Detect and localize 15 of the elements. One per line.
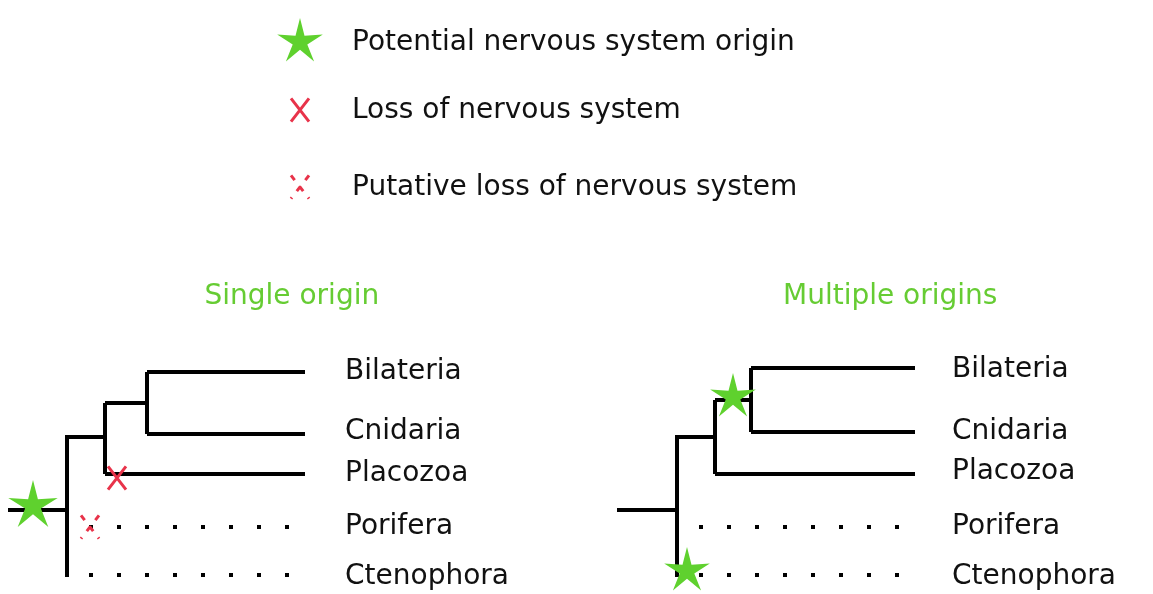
taxon-label: Porifera bbox=[952, 508, 1061, 542]
taxon-label: Bilateria bbox=[345, 353, 462, 387]
taxon-label: Cnidaria bbox=[345, 413, 462, 447]
panel-heading: Single origin bbox=[204, 278, 380, 312]
taxon-label: Placozoa bbox=[952, 453, 1076, 487]
taxon-label: Ctenophora bbox=[952, 558, 1116, 592]
taxon-label: Cnidaria bbox=[952, 413, 1069, 447]
legend-label: Potential nervous system origin bbox=[352, 24, 795, 58]
taxon-label: Bilateria bbox=[952, 351, 1069, 385]
panel-heading: Multiple origins bbox=[783, 278, 998, 312]
legend-label: Putative loss of nervous system bbox=[352, 169, 798, 203]
taxon-label: Porifera bbox=[345, 508, 454, 542]
legend-label: Loss of nervous system bbox=[352, 92, 681, 126]
taxon-label: Ctenophora bbox=[345, 558, 509, 592]
taxon-label: Placozoa bbox=[345, 455, 469, 489]
